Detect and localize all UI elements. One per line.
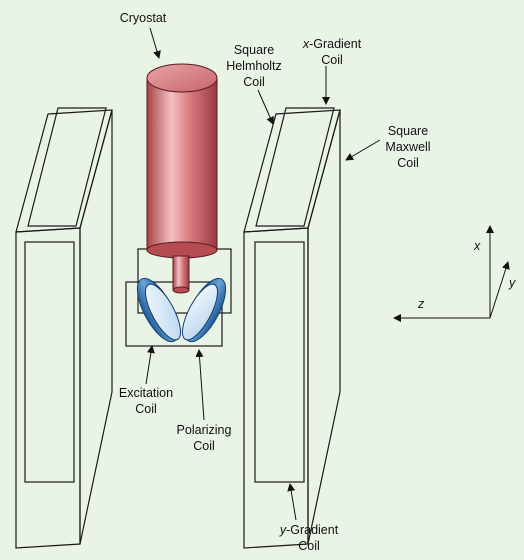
cryostat-leader [149, 27, 161, 59]
x-gradient-label-line2: Coil [321, 53, 343, 67]
polarizing-label-line2: Coil [193, 439, 215, 453]
maxwell-label-line1: Square [388, 124, 428, 138]
cryostat-body [146, 77, 218, 251]
helmholtz-label-line1: Square [234, 43, 274, 57]
z-axis-label: z [417, 297, 425, 311]
left-coil-assembly [15, 107, 113, 549]
y-gradient-label-line2: Coil [298, 539, 320, 553]
maxwell-label-line2: Maxwell [385, 140, 430, 154]
left-maxwell-coil [15, 109, 113, 233]
y-axis-label: y [508, 276, 516, 290]
x-gradient-label-line1: x-Gradient [302, 37, 362, 51]
helmholtz-label-line3: Coil [243, 75, 265, 89]
cryostat-tail [172, 255, 190, 291]
y-gradient-label-line1: y-Gradient [279, 523, 339, 537]
helmholtz-leader [257, 89, 274, 125]
cryostat-top [146, 63, 218, 93]
right-y-gradient-coil [254, 241, 305, 483]
excitation-coil [136, 277, 181, 343]
leader-lines [145, 27, 381, 521]
excitation-label-line2: Coil [135, 402, 157, 416]
cryostat [146, 63, 218, 294]
helmholtz-label-line2: Helmholtz [226, 59, 282, 73]
right-maxwell-coil-front [243, 227, 309, 549]
polarizing-coil [182, 277, 227, 343]
right-coil-assembly [243, 107, 341, 549]
coordinate-axes: x y z [393, 225, 516, 322]
right-maxwell-coil-side [307, 109, 341, 545]
right-helmholtz-coil [255, 107, 335, 227]
polarizing-leader [195, 349, 205, 421]
maxwell-label-line3: Coil [397, 156, 419, 170]
right-maxwell-coil [243, 109, 341, 233]
left-helmholtz-coil [27, 107, 107, 227]
maxwell-leader [345, 139, 381, 161]
y-gradient-leader [287, 483, 297, 521]
polarizing-label-line1: Polarizing [177, 423, 232, 437]
left-maxwell-coil-side [79, 109, 113, 545]
labels: Cryostat Square Helmholtz Coil x-Gradien… [119, 11, 431, 553]
x-axis-label: x [473, 239, 481, 253]
excitation-label-line1: Excitation [119, 386, 173, 400]
cryostat-tail-tip [172, 286, 190, 294]
left-y-gradient-coil [24, 241, 75, 483]
cryostat-label: Cryostat [120, 11, 167, 25]
y-axis-arrow [489, 261, 510, 319]
excitation-leader [145, 345, 155, 385]
